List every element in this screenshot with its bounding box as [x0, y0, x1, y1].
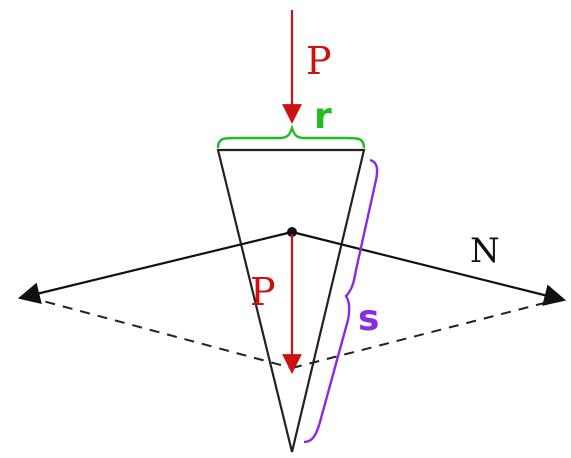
label-n: N	[470, 231, 500, 271]
normal-force-arrow-left	[17, 230, 293, 305]
label-r: r	[314, 96, 332, 137]
force-origin-dot	[287, 227, 297, 237]
label-p-top: P	[306, 39, 332, 83]
label-p-mid: P	[250, 270, 276, 314]
wedge-triangle	[216, 148, 366, 453]
brace-s	[303, 158, 379, 444]
normal-force-arrow-right	[291, 230, 567, 306]
dashed-line-left	[27, 296, 293, 369]
brace-r	[216, 124, 366, 149]
dashed-line-right	[291, 299, 557, 369]
label-s: s	[358, 298, 379, 339]
